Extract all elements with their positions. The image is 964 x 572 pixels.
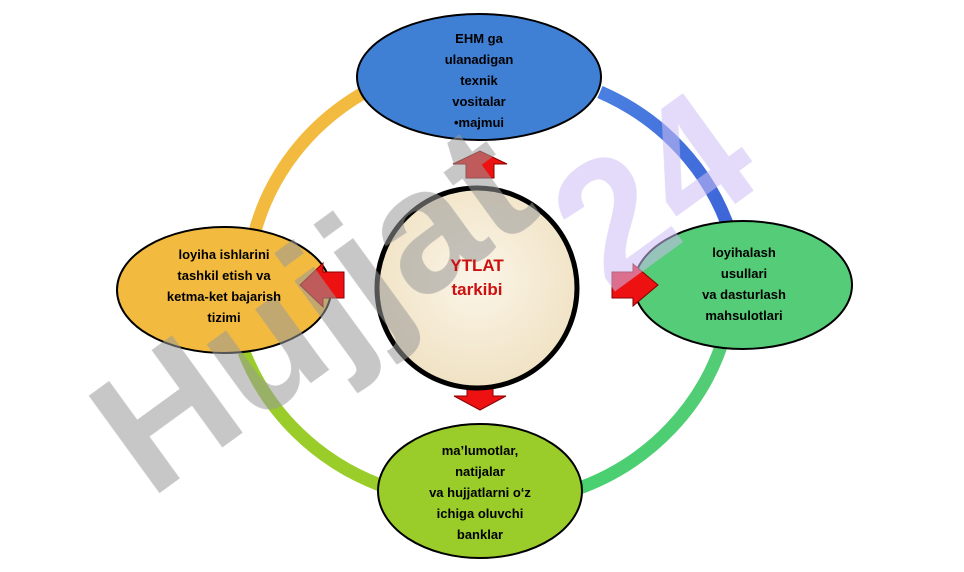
node-bottom-line: banklar	[456, 527, 504, 542]
node-bottom-line: natijalar	[455, 464, 505, 479]
ring-arc-bottom-right	[571, 328, 733, 497]
node-bottom-label: ma’lumotlar, natijalar va hujjatlarni o‘…	[390, 440, 570, 545]
arrow-up	[452, 150, 508, 179]
center-label-line: tarkibi	[451, 280, 503, 299]
node-right-line: mahsulotlari	[705, 308, 783, 323]
node-top-ellipse	[356, 13, 602, 141]
ring-arc-top-right	[597, 86, 737, 235]
node-top-line: ulanadigan	[444, 52, 514, 67]
node-bottom-line: ichiga oluvchi	[436, 506, 524, 521]
node-left-line: ketma-ket bajarish	[166, 289, 282, 304]
arrow-left	[299, 261, 345, 309]
node-right-line: loyihalash	[712, 245, 776, 260]
node-top-line: •majmui	[453, 115, 505, 130]
node-bottom-line: va hujjatlarni o‘z	[429, 485, 531, 500]
arrow-right	[611, 262, 659, 308]
node-left-line: tashkil etish va	[177, 268, 271, 283]
node-top-label: EHM ga ulanadigan texnik vositalar •majm…	[389, 28, 569, 133]
node-bottom-line: ma’lumotlar,	[441, 443, 519, 458]
node-top-line: EHM ga	[455, 31, 503, 46]
node-left-line: tizimi	[207, 310, 241, 325]
node-top-line: texnik	[460, 73, 498, 88]
node-left-label: loyiha ishlarini tashkil etish va ketma-…	[134, 244, 314, 328]
node-bottom-ellipse	[377, 423, 583, 559]
node-right-label: loyihalash usullari va dasturlash mahsul…	[660, 242, 828, 326]
center-circle	[374, 185, 580, 391]
ring-arc-top-left	[247, 86, 369, 237]
node-right-line: usullari	[720, 266, 768, 281]
center-label-line: YTLAT	[450, 256, 504, 275]
node-top-line: vositalar	[452, 94, 506, 109]
node-left-line: loyiha ishlarini	[178, 247, 270, 262]
node-right-line: va dasturlash	[702, 287, 786, 302]
center-label: YTLAT tarkibi	[407, 254, 547, 302]
cycle-ring	[237, 86, 737, 497]
ring-arc-bottom-left	[237, 349, 383, 492]
